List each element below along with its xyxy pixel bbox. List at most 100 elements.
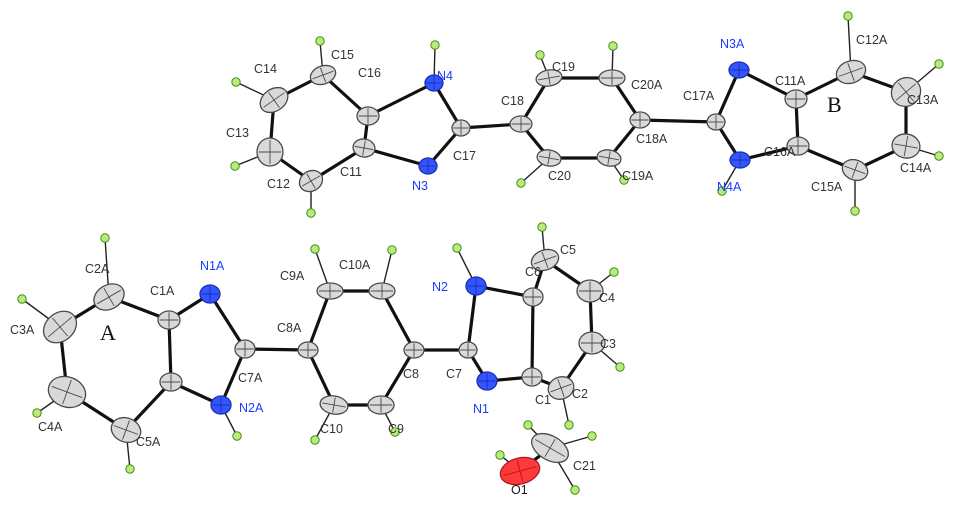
atom-label-C16: C16 bbox=[358, 66, 381, 80]
atom-label-C11A: C11A bbox=[775, 74, 806, 88]
atom-label-C4: C4 bbox=[599, 291, 615, 305]
atom-label-C13A: C13A bbox=[907, 93, 939, 107]
hydrogen-atom-C20A-7 bbox=[608, 41, 618, 51]
atom-label-C3A: C3A bbox=[10, 323, 35, 337]
hydrogen-atom-C4-25 bbox=[609, 267, 619, 277]
hydrogen-atom-C13-3 bbox=[230, 161, 240, 171]
hydrogen-atom-C12A-10 bbox=[843, 11, 853, 21]
ellipsoid-axis2-C15 bbox=[319, 67, 327, 83]
atom-label-C4A: C4A bbox=[38, 420, 63, 434]
bond-C8A-C9A bbox=[306, 289, 332, 352]
atom-N2 bbox=[465, 276, 487, 296]
atom-C3A bbox=[42, 310, 78, 344]
atom-label-C19A: C19A bbox=[622, 169, 654, 183]
hydrogen-atom-C15-1 bbox=[315, 36, 325, 46]
atom-C19A bbox=[596, 149, 622, 167]
hydrogen-atom-C9-22 bbox=[390, 427, 400, 437]
atom-label-C10: C10 bbox=[320, 422, 343, 436]
hydrogen-atom-C21-31 bbox=[570, 485, 580, 495]
atom-label-N2A: N2A bbox=[239, 401, 264, 415]
atom-C15 bbox=[309, 64, 337, 86]
hydrogen-atom-C15A-13 bbox=[850, 206, 860, 216]
atom-C5A bbox=[110, 416, 142, 444]
atom-C9A bbox=[316, 282, 344, 300]
atom-label-C18A: C18A bbox=[636, 132, 668, 146]
hydrogen-atom-N2-23 bbox=[452, 243, 462, 253]
bond-C9-C8 bbox=[379, 348, 416, 407]
atom-C19 bbox=[535, 69, 563, 87]
atom-C1A bbox=[157, 310, 181, 330]
ellipsoid-axis2-O1 bbox=[516, 460, 524, 482]
atom-C9 bbox=[367, 395, 395, 415]
atom-O1 bbox=[499, 456, 541, 486]
hydrogen-atom-C5-24 bbox=[537, 222, 547, 232]
hydrogen-atom-C2-27 bbox=[564, 420, 574, 430]
atom-C13A bbox=[890, 76, 922, 108]
atom-C18A bbox=[629, 111, 651, 129]
atom-label-C14A: C14A bbox=[900, 161, 932, 175]
atom-label-C17A: C17A bbox=[683, 89, 715, 103]
bond-C10A-C8 bbox=[380, 289, 416, 352]
atom-C20 bbox=[536, 149, 562, 167]
atom-C2A bbox=[93, 283, 125, 311]
hydrogen-atom-N2A-18 bbox=[232, 431, 242, 441]
atom-C16A bbox=[786, 136, 810, 156]
atom-N3 bbox=[418, 157, 438, 175]
ellipsoid-axis2-C14 bbox=[268, 92, 280, 108]
atom-label-C5: C5 bbox=[560, 243, 576, 257]
ellipsoid-axis2-C19 bbox=[547, 71, 551, 85]
atom-label-C3: C3 bbox=[600, 337, 616, 351]
atom-label-N1: N1 bbox=[473, 402, 489, 416]
atom-N1 bbox=[476, 371, 498, 391]
hydrogen-atom-C19A-8 bbox=[619, 175, 629, 185]
atom-label-C14: C14 bbox=[254, 62, 277, 76]
atom-label-C16A: C16A bbox=[764, 145, 796, 159]
atom-label-C11: C11 bbox=[340, 165, 362, 179]
hydrogen-atom-C10A-20 bbox=[387, 245, 397, 255]
atom-label-C7A: C7A bbox=[238, 371, 263, 385]
hydrogen-atom-C9A-19 bbox=[310, 244, 320, 254]
bond-C17A-N3A bbox=[714, 68, 741, 124]
ellipsoid-axis2-C2 bbox=[557, 379, 565, 397]
atom-C6A bbox=[159, 372, 183, 392]
atom-label-N3A: N3A bbox=[720, 37, 745, 51]
atom-C2 bbox=[547, 376, 575, 400]
atom-label-C20: C20 bbox=[548, 169, 571, 183]
atom-N4 bbox=[424, 74, 444, 92]
hydrogen-atom-C3A-15 bbox=[17, 294, 27, 304]
atom-C11 bbox=[352, 138, 376, 158]
atom-label-O1: O1 bbox=[511, 483, 528, 497]
atom-layer bbox=[42, 59, 922, 486]
ellipsoid-axis2-C10 bbox=[332, 397, 336, 413]
atom-N2A bbox=[210, 395, 232, 415]
ellipsoid-axis2-C13A bbox=[898, 82, 914, 102]
atom-label-C12: C12 bbox=[267, 177, 290, 191]
atom-label-N1A: N1A bbox=[200, 259, 225, 273]
ellipsoid-axis2-C12 bbox=[306, 173, 316, 189]
atom-C6 bbox=[522, 287, 544, 307]
atom-C18 bbox=[509, 115, 533, 133]
atom-C13 bbox=[256, 137, 284, 167]
atom-C20A bbox=[598, 69, 626, 87]
hydrogen-atom-C2A-14 bbox=[100, 233, 110, 243]
ellipsoid-axis2-C4A bbox=[62, 379, 72, 405]
atom-C16 bbox=[356, 106, 380, 126]
hydrogen-atom-C19-5 bbox=[535, 50, 545, 60]
atom-label-C18: C18 bbox=[501, 94, 524, 108]
atom-label-C19: C19 bbox=[552, 60, 575, 74]
atom-label-N4: N4 bbox=[437, 69, 453, 83]
atom-label-C1A: C1A bbox=[150, 284, 175, 298]
hydrogen-atom-C4A-16 bbox=[32, 408, 42, 418]
hydrogen-atom-C3-26 bbox=[615, 362, 625, 372]
hydrogen-atom-N4-2 bbox=[430, 40, 440, 50]
atom-label-C9: C9 bbox=[388, 422, 404, 436]
atom-label-C1: C1 bbox=[535, 393, 551, 407]
atom-C4A bbox=[47, 375, 87, 409]
atom-C10A bbox=[368, 282, 396, 300]
hydrogen-atom-N4A-9 bbox=[717, 186, 727, 196]
hydrogen-atom-C21-30 bbox=[587, 431, 597, 441]
atom-label-C20A: C20A bbox=[631, 78, 663, 92]
ellipsoid-axis2-C2A bbox=[103, 287, 115, 307]
ellipsoid-axis2-C21 bbox=[544, 438, 556, 458]
